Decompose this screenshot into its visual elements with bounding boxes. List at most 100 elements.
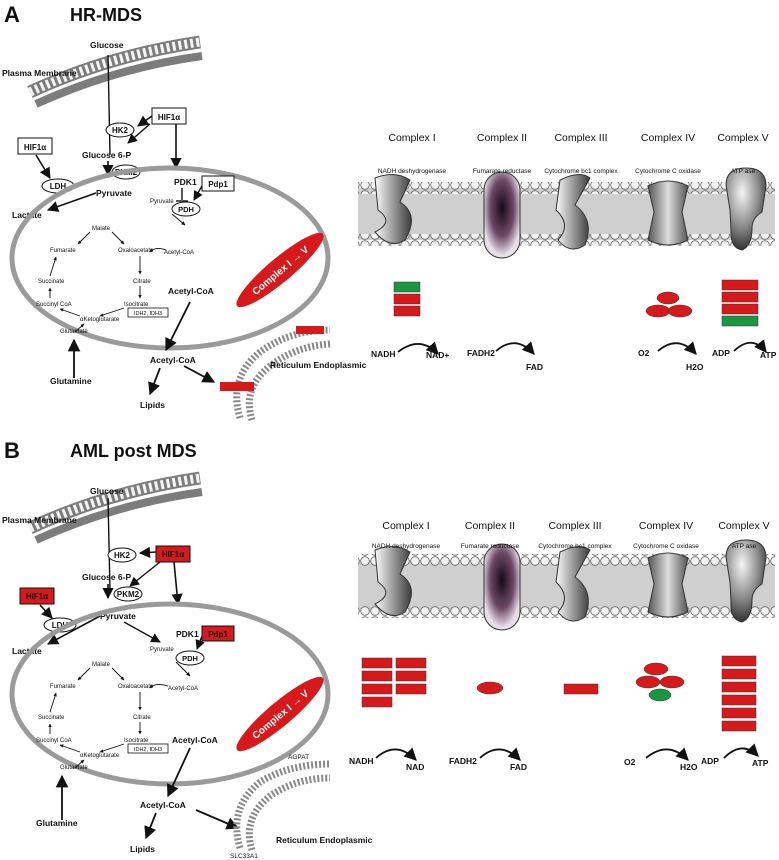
svg-text:Malate: Malate xyxy=(92,226,111,232)
svg-text:ADP: ADP xyxy=(701,756,719,766)
svg-text:PKM2: PKM2 xyxy=(117,590,140,599)
svg-text:Reticulum Endoplasmic: Reticulum Endoplasmic xyxy=(270,360,367,370)
complex-i-shape xyxy=(374,174,412,245)
er-gene-label-1: AGPAT xyxy=(288,754,309,761)
complex-ii-shape xyxy=(483,171,521,259)
panel-b: B AML post MDS Plasma Membrane Glucose H… xyxy=(2,438,775,860)
svg-text:Complex I → V: Complex I → V xyxy=(251,244,312,298)
svg-text:ADP: ADP xyxy=(712,348,730,358)
complex-labels-b: Complex I NADH deshydrogenase Complex II… xyxy=(372,520,770,550)
svg-text:HIF1α: HIF1α xyxy=(24,143,46,152)
gene-boxes-a xyxy=(393,279,759,327)
svg-text:PDK1: PDK1 xyxy=(176,629,199,639)
svg-text:Plasma Membrane: Plasma Membrane xyxy=(2,515,77,525)
svg-text:ATP ase: ATP ase xyxy=(731,168,756,175)
svg-text:O2: O2 xyxy=(624,757,636,767)
svg-text:Glucose 6-P: Glucose 6-P xyxy=(82,150,131,160)
hif1a-top-box-red xyxy=(155,545,191,563)
svg-text:ATP ase: ATP ase xyxy=(732,543,757,550)
svg-text:Pdp1: Pdp1 xyxy=(208,630,228,639)
complex-labels-a: Complex I NADH deshydrogenase Complex II… xyxy=(378,132,769,175)
reactions-b: NADH NAD FADH2 FAD O2 H2O ADP ATP xyxy=(349,743,769,772)
svg-text:ATP: ATP xyxy=(760,350,777,360)
svg-text:NADH deshydrogenase: NADH deshydrogenase xyxy=(372,543,441,550)
hk2-node xyxy=(105,122,135,138)
svg-text:Acetyl-CoA: Acetyl-CoA xyxy=(164,250,194,256)
svg-text:Succinyl CoA: Succinyl CoA xyxy=(36,302,72,308)
svg-text:Pyruvate: Pyruvate xyxy=(100,611,136,621)
svg-text:Complex II: Complex II xyxy=(477,132,527,144)
svg-text:FAD: FAD xyxy=(526,362,543,372)
svg-text:O2: O2 xyxy=(638,348,650,358)
svg-text:Glucose: Glucose xyxy=(90,486,124,496)
svg-text:NADH: NADH xyxy=(349,756,374,766)
svg-text:Complex I: Complex I xyxy=(382,520,429,532)
svg-text:Glutamate: Glutamate xyxy=(60,329,88,335)
svg-text:Complex V: Complex V xyxy=(718,520,769,532)
hif1a-left-box xyxy=(17,137,53,155)
svg-text:Pyruvate: Pyruvate xyxy=(150,199,174,205)
svg-text:Lipids: Lipids xyxy=(140,400,165,410)
svg-text:Complex I → V: Complex I → V xyxy=(251,688,312,742)
panel-b-letter: B xyxy=(4,438,20,463)
etc-a xyxy=(358,167,775,259)
idh-box xyxy=(127,307,169,318)
svg-text:Complex V: Complex V xyxy=(717,132,768,144)
svg-text:ATP: ATP xyxy=(752,758,769,768)
svg-text:Isocitrate: Isocitrate xyxy=(124,738,149,744)
svg-text:H2O: H2O xyxy=(686,362,704,372)
svg-text:Citrate: Citrate xyxy=(133,715,151,721)
pdp1-box xyxy=(201,175,235,192)
panel-a-title: HR-MDS xyxy=(70,5,142,25)
svg-text:HK2: HK2 xyxy=(112,126,129,135)
svg-text:Acetyl-CoA: Acetyl-CoA xyxy=(168,286,214,296)
svg-text:Complex IV: Complex IV xyxy=(639,520,693,532)
svg-text:Glutamine: Glutamine xyxy=(36,818,78,828)
svg-text:Pyruvate: Pyruvate xyxy=(96,188,132,198)
svg-text:Citrate: Citrate xyxy=(133,279,151,285)
svg-text:PDH: PDH xyxy=(182,654,198,663)
complex-iv-shape xyxy=(647,180,689,246)
svg-text:Glucose 6-P: Glucose 6-P xyxy=(82,572,131,582)
etc-b xyxy=(358,539,775,631)
svg-text:Complex III: Complex III xyxy=(554,132,607,144)
svg-text:NAD+: NAD+ xyxy=(426,350,449,360)
svg-text:Complex III: Complex III xyxy=(548,520,601,532)
svg-text:Succinyl CoA: Succinyl CoA xyxy=(36,738,72,744)
svg-text:HK2: HK2 xyxy=(114,551,131,560)
svg-text:Lactate: Lactate xyxy=(12,210,42,220)
svg-text:Complex I: Complex I xyxy=(388,132,435,144)
svg-text:Pdp1: Pdp1 xyxy=(208,180,228,189)
gene-boxes-b xyxy=(361,655,757,732)
svg-text:Succinate: Succinate xyxy=(38,715,65,721)
svg-text:Fumarate: Fumarate xyxy=(50,684,76,690)
svg-text:HIF1α: HIF1α xyxy=(162,550,184,559)
svg-text:Succinate: Succinate xyxy=(38,279,65,285)
er-gene-label-2: SLC33A1 xyxy=(230,853,258,860)
svg-text:Glutamine: Glutamine xyxy=(50,376,92,386)
svg-text:NAD: NAD xyxy=(406,762,424,772)
pdp1-box-red xyxy=(201,625,235,642)
svg-text:Oxaloacetate: Oxaloacetate xyxy=(118,684,154,690)
hif1a-left-box-red xyxy=(19,587,55,605)
svg-text:αKetoglutarate: αKetoglutarate xyxy=(80,753,120,759)
svg-text:NADH deshydrogenase: NADH deshydrogenase xyxy=(378,168,447,175)
complex-v-shape xyxy=(725,167,767,251)
svg-text:Oxaloacetate: Oxaloacetate xyxy=(118,248,154,254)
complex-iii-shape xyxy=(555,174,591,250)
er-gene-box-1 xyxy=(296,326,324,334)
panel-a: A HR-MDS Plasma Membrane Glucose HK2 HIF… xyxy=(2,2,777,422)
svg-text:Fumarate reductase: Fumarate reductase xyxy=(461,543,520,550)
svg-text:Fumarate reductase: Fumarate reductase xyxy=(473,168,532,175)
complex-arrow-red: Complex I → V xyxy=(236,232,324,308)
plasma-membrane-label: Plasma Membrane xyxy=(2,68,77,78)
svg-text:Complex II: Complex II xyxy=(465,520,515,532)
svg-text:FADH2: FADH2 xyxy=(449,756,477,766)
svg-text:Cytochrome C oxidase: Cytochrome C oxidase xyxy=(635,168,701,175)
svg-text:Fumarate: Fumarate xyxy=(50,248,76,254)
glucose-label: Glucose xyxy=(90,40,124,50)
svg-text:LDH: LDH xyxy=(50,182,67,191)
svg-text:Acetyl-CoA: Acetyl-CoA xyxy=(140,800,186,810)
svg-text:PDK1: PDK1 xyxy=(174,177,197,187)
